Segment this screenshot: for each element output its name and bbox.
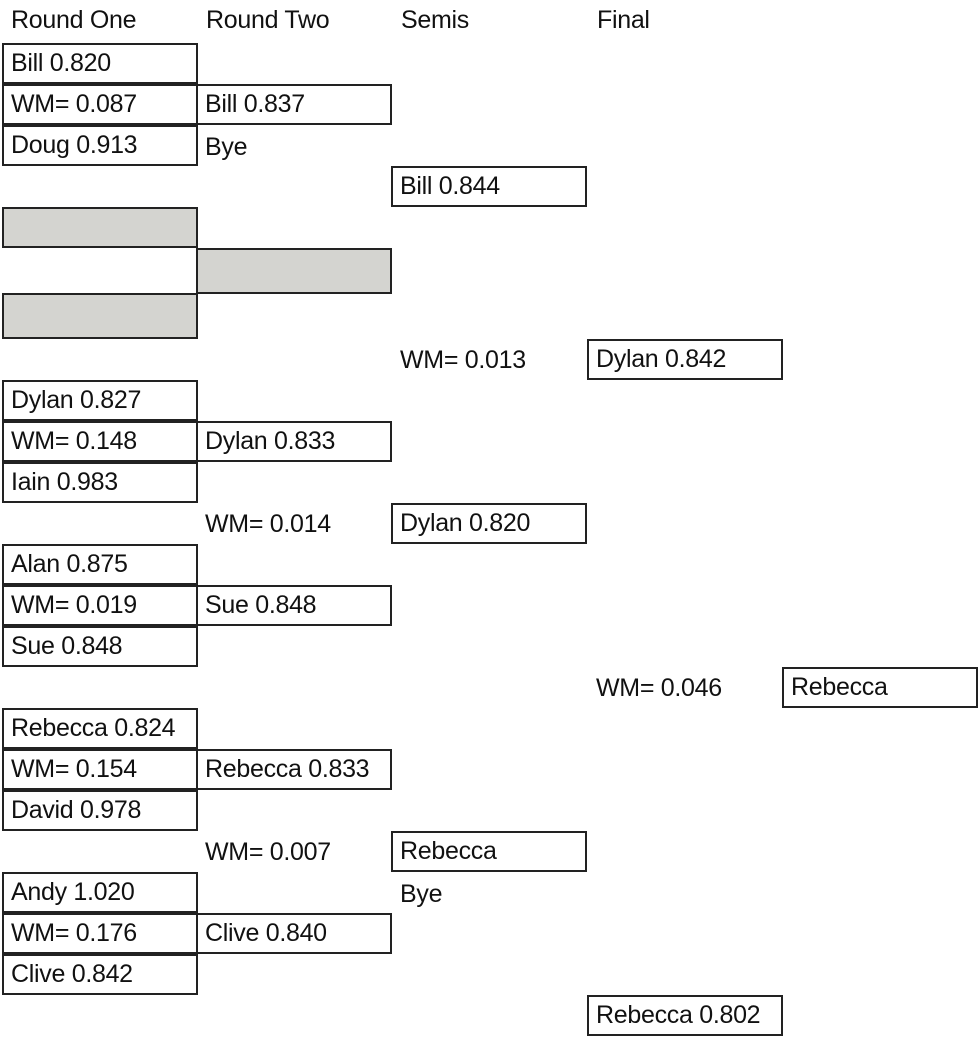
r2-bye: Bye [205,133,248,161]
r1-m4-wm: WM= 0.019 [2,585,198,626]
r2-bill: Bill 0.837 [196,84,392,125]
r2-rebecca: Rebecca 0.833 [196,749,392,790]
r1-m5-top: Rebecca 0.824 [2,708,198,749]
r2-dylan: Dylan 0.833 [196,421,392,462]
semi-rebecca: Rebecca [391,831,587,872]
r1-m1-wm: WM= 0.087 [2,84,198,125]
r1-m3-bottom: Iain 0.983 [2,462,198,503]
final-rebecca: Rebecca 0.802 [587,995,783,1036]
r1-m5-bottom: David 0.978 [2,790,198,831]
r2-wm-a: WM= 0.014 [205,510,331,538]
r1-m2-bottom-placeholder [2,293,198,339]
r2-placeholder [196,248,392,294]
r1-m4-bottom: Sue 0.848 [2,626,198,667]
r2-clive: Clive 0.840 [196,913,392,954]
header-round-one: Round One [11,6,137,34]
r1-m4-top: Alan 0.875 [2,544,198,585]
semi-bye: Bye [400,880,443,908]
r1-m6-wm: WM= 0.176 [2,913,198,954]
r1-m5-wm: WM= 0.154 [2,749,198,790]
r1-m1-top: Bill 0.820 [2,43,198,84]
r1-m6-top: Andy 1.020 [2,872,198,913]
r1-m1-bottom: Doug 0.913 [2,125,198,166]
r2-sue: Sue 0.848 [196,585,392,626]
r1-m6-bottom: Clive 0.842 [2,954,198,995]
final-wm: WM= 0.046 [596,674,722,702]
r1-m3-wm: WM= 0.148 [2,421,198,462]
final-winner: Rebecca [782,667,978,708]
header-semis: Semis [401,6,469,34]
header-round-two: Round Two [206,6,330,34]
final-dylan: Dylan 0.842 [587,339,783,380]
semi-dylan: Dylan 0.820 [391,503,587,544]
r1-m2-top-placeholder [2,207,198,248]
semi-bill: Bill 0.844 [391,166,587,207]
semi-wm: WM= 0.013 [400,346,526,374]
header-final: Final [597,6,650,34]
r2-wm-b: WM= 0.007 [205,838,331,866]
r1-m3-top: Dylan 0.827 [2,380,198,421]
